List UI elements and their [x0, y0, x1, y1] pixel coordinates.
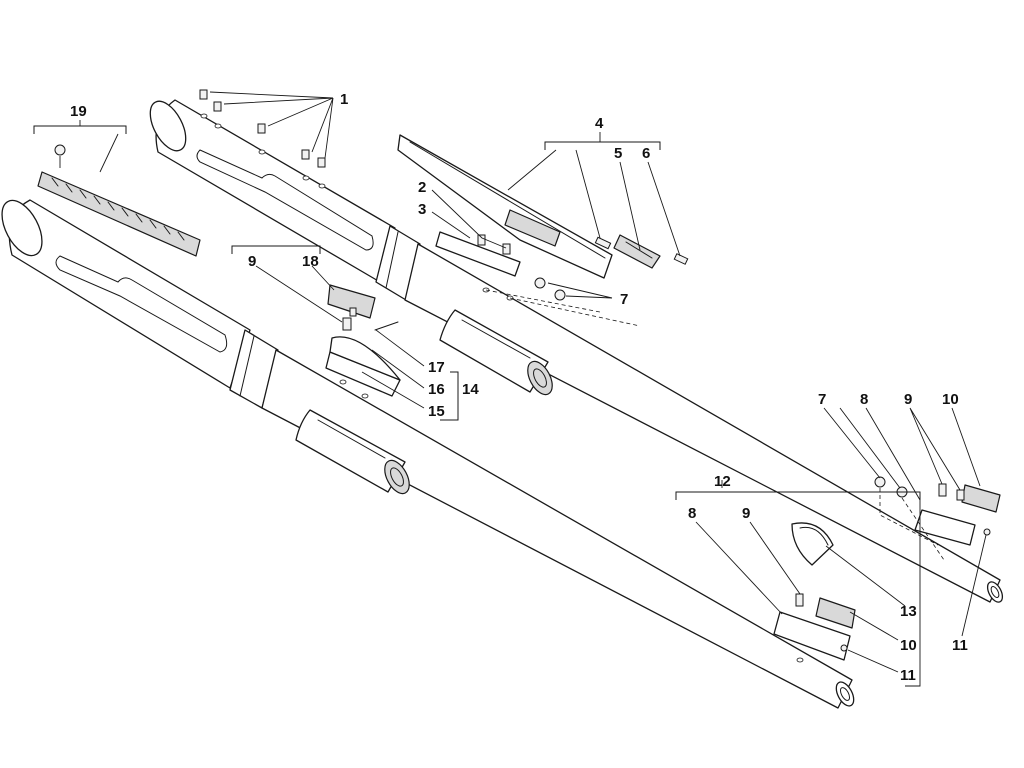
callout-11-right: 11 [952, 637, 968, 654]
callout-10-right: 10 [942, 391, 959, 408]
callout-9-left: 9 [248, 253, 256, 270]
callout-17: 17 [428, 359, 445, 376]
callout-labels: 1 19 4 5 6 2 3 7 9 18 17 16 14 15 7 8 9 … [70, 91, 968, 684]
sight-assembly-14 [325, 284, 401, 399]
callout-4: 4 [595, 115, 604, 132]
callout-14: 14 [462, 381, 479, 398]
callout-15: 15 [428, 403, 445, 420]
rib-4 [397, 134, 613, 279]
callout-12: 12 [714, 473, 731, 490]
callout-16: 16 [428, 381, 445, 398]
front-sight-assembly-lower [773, 522, 856, 663]
callout-2: 2 [418, 179, 426, 196]
callout-1: 1 [340, 91, 348, 108]
upper-forend-tube [439, 309, 553, 396]
leader-lines [33, 120, 987, 687]
sight-5 [613, 234, 661, 269]
callout-11-lower: 11 [900, 667, 916, 684]
callout-9-right: 9 [904, 391, 912, 408]
front-sight-assembly-upper [874, 476, 1001, 561]
callout-19: 19 [70, 103, 87, 120]
screw-6 [673, 253, 689, 265]
callout-8-lower: 8 [688, 505, 696, 522]
callout-7-top: 7 [620, 291, 628, 308]
upper-barrel [149, 99, 1004, 603]
screws-1 [199, 89, 334, 189]
callout-10-lower: 10 [900, 637, 917, 654]
lower-forend-tube [295, 409, 410, 495]
callout-8-right: 8 [860, 391, 868, 408]
callout-6: 6 [642, 145, 650, 162]
top-rail-19 [37, 144, 201, 257]
base-plate-3 [435, 231, 521, 301]
callout-18: 18 [302, 253, 319, 270]
screws-7-top [485, 277, 641, 327]
callout-9-lower: 9 [742, 505, 750, 522]
callout-7-right: 7 [818, 391, 826, 408]
callout-3: 3 [418, 201, 426, 218]
callout-5: 5 [614, 145, 622, 162]
callout-13: 13 [900, 603, 917, 620]
lower-barrel [1, 199, 855, 709]
spring-4b [594, 236, 612, 250]
